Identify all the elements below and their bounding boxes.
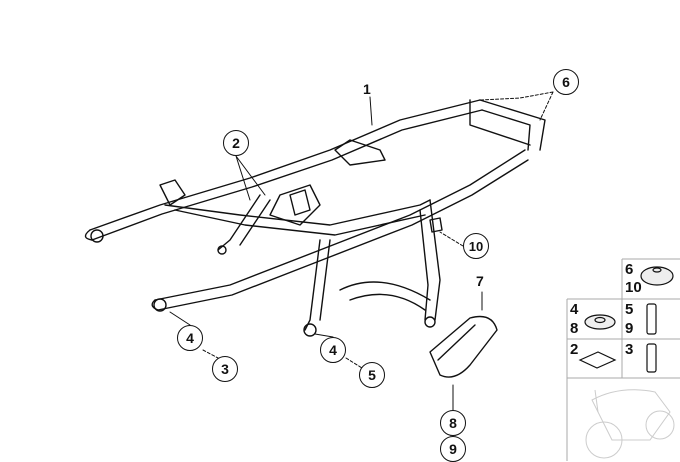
motorcycle-icon bbox=[585, 389, 675, 459]
callout-6: 6 bbox=[553, 69, 579, 95]
callout-9: 9 bbox=[440, 436, 466, 462]
callout-4-left: 4 bbox=[177, 325, 203, 351]
grommet-icon bbox=[640, 266, 674, 286]
callout-10: 10 bbox=[463, 233, 489, 259]
callout-1: 1 bbox=[363, 81, 371, 97]
table-num-10: 10 bbox=[625, 279, 642, 296]
table-num-6: 6 bbox=[625, 261, 634, 278]
table-num-4: 4 bbox=[570, 301, 579, 318]
plate-icon bbox=[578, 351, 617, 369]
rear-frame-drawing bbox=[84, 91, 554, 438]
bolt-long-icon bbox=[646, 303, 657, 335]
table-num-8: 8 bbox=[570, 320, 579, 337]
callout-8: 8 bbox=[440, 410, 466, 436]
table-num-5: 5 bbox=[625, 301, 634, 318]
table-num-9: 9 bbox=[625, 320, 634, 337]
callout-3: 3 bbox=[212, 356, 238, 382]
bolt-short-icon bbox=[646, 343, 657, 373]
callout-5: 5 bbox=[359, 362, 385, 388]
table-num-2: 2 bbox=[570, 341, 579, 358]
parts-table-grid bbox=[566, 258, 680, 461]
table-num-3: 3 bbox=[625, 341, 634, 358]
callout-4-center: 4 bbox=[320, 337, 346, 363]
parts-table-icons bbox=[578, 266, 674, 373]
callout-2: 2 bbox=[223, 130, 249, 156]
callout-7: 7 bbox=[476, 273, 484, 289]
